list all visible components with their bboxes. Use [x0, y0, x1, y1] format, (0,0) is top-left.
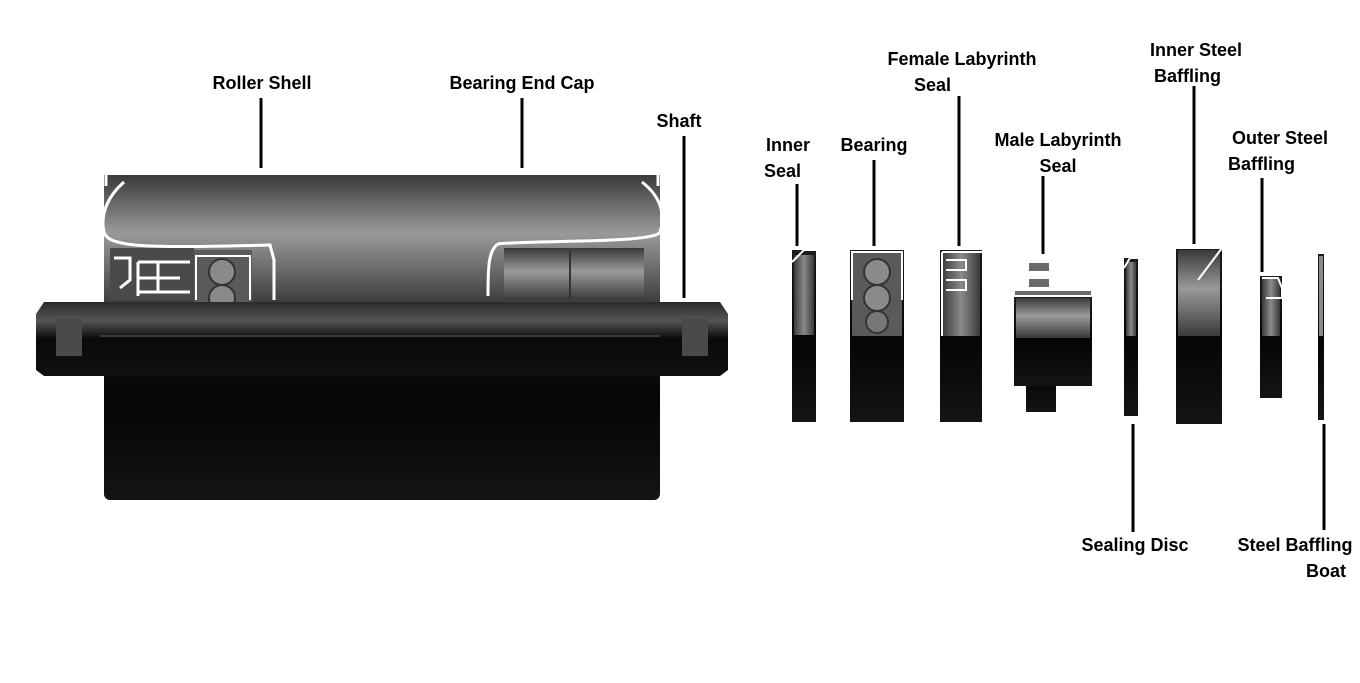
label-inner-steel-baffling: Inner Steel Baffling	[1149, 40, 1243, 86]
part-bearing	[850, 250, 904, 422]
label-sealing-disc: Sealing Disc	[1081, 535, 1189, 555]
part-outer-steel-baffling	[1260, 276, 1283, 398]
label-steel-baffling-boat: Steel Baffling Boat	[1237, 535, 1353, 581]
label-outer-steel-baffling: Outer Steel Baffling	[1228, 128, 1329, 174]
assembled-ball-1	[208, 258, 236, 286]
label-roller-shell: Roller Shell	[212, 73, 312, 93]
right-bearing-block	[504, 248, 644, 300]
part-inner-seal	[791, 249, 816, 422]
assembled-labyrinth	[114, 256, 190, 296]
part-sealing-disc	[1123, 257, 1138, 416]
label-inner-seal: Inner Seal	[764, 135, 810, 181]
left-end-cap	[101, 180, 276, 300]
label-male-labyrinth-seal: Male Labyrinth Seal	[994, 130, 1122, 176]
label-female-labyrinth-seal: Female Labyrinth Seal	[887, 49, 1037, 95]
shaft-flat-right	[682, 318, 708, 356]
part-male-labyrinth-seal	[1013, 261, 1093, 412]
leader-lines	[259, 86, 1326, 532]
exploded-parts	[791, 247, 1324, 424]
assembled-roller	[36, 170, 728, 500]
roller-shell-outline	[104, 170, 660, 186]
label-bearing: Bearing	[840, 135, 908, 155]
part-steel-baffling-boat	[1318, 254, 1324, 420]
label-bearing-end-cap: Bearing End Cap	[449, 73, 595, 93]
part-female-labyrinth-seal	[940, 250, 982, 422]
shaft-flat-left	[56, 318, 82, 356]
right-end-cap	[486, 180, 664, 297]
part-inner-steel-baffling	[1176, 247, 1224, 424]
label-shaft: Shaft	[656, 111, 702, 131]
shaft	[36, 302, 728, 376]
